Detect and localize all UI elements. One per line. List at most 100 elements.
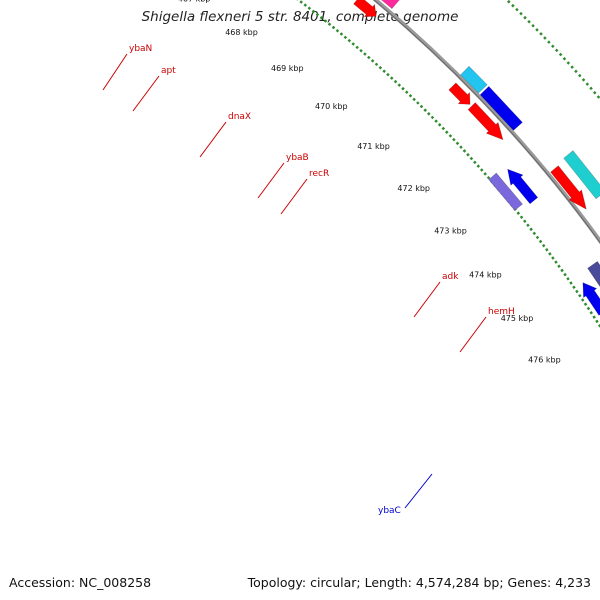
cds-blue-reverse-arrow bbox=[507, 168, 539, 205]
genome-backbone bbox=[372, 0, 600, 245]
orf-arrow bbox=[353, 0, 377, 18]
inner-minor-tick bbox=[583, 302, 588, 306]
inner-minor-tick bbox=[569, 281, 573, 285]
kbp-label: 473 kbp bbox=[434, 227, 467, 236]
kbp-label: 468 kbp bbox=[225, 28, 258, 37]
inner-minor-tick bbox=[535, 235, 540, 240]
inner-minor-tick bbox=[434, 119, 438, 123]
inner-minor-tick bbox=[529, 227, 533, 232]
inner-minor-tick bbox=[548, 252, 552, 256]
inner-minor-tick bbox=[299, 0, 303, 4]
inner-minor-tick bbox=[423, 108, 427, 112]
gene-label-apt: apt bbox=[161, 66, 176, 76]
inner-tick-track bbox=[296, 0, 600, 328]
outer-minor-tick bbox=[581, 78, 586, 82]
inner-minor-tick bbox=[589, 311, 593, 315]
inner-minor-tick bbox=[448, 134, 453, 138]
outer-minor-tick bbox=[507, 0, 511, 4]
inner-minor-tick bbox=[437, 123, 442, 127]
inner-minor-tick bbox=[566, 277, 570, 281]
outer-tick-track bbox=[507, 0, 600, 99]
inner-minor-tick bbox=[580, 298, 585, 302]
inner-minor-tick bbox=[404, 90, 409, 94]
orf-arrow bbox=[467, 102, 504, 141]
topology-text: Topology: circular; Length: 4,574,284 bp… bbox=[247, 575, 591, 590]
cds-blue-reverse-arrow bbox=[582, 282, 600, 316]
inner-minor-tick bbox=[462, 149, 467, 153]
outer-minor-tick bbox=[547, 40, 551, 44]
inner-minor-tick bbox=[445, 130, 449, 134]
inner-minor-tick bbox=[331, 25, 336, 30]
inner-minor-tick bbox=[359, 48, 363, 53]
inner-minor-tick bbox=[427, 112, 431, 116]
kbp-label: 474 kbp bbox=[469, 270, 502, 279]
outer-minor-tick bbox=[592, 90, 597, 95]
inner-minor-tick bbox=[572, 285, 576, 290]
inner-minor-tick bbox=[347, 38, 352, 43]
outer-minor-tick bbox=[574, 69, 578, 74]
gene-label-leader bbox=[257, 162, 285, 199]
inner-minor-tick bbox=[386, 72, 390, 77]
gene-label-ybaN: ybaN bbox=[129, 44, 152, 54]
outer-minor-tick bbox=[589, 86, 593, 91]
backbone-edge bbox=[373, 0, 600, 244]
inner-minor-tick bbox=[401, 86, 405, 91]
inner-minor-tick bbox=[469, 156, 474, 161]
inner-minor-tick bbox=[307, 6, 312, 10]
inner-minor-tick bbox=[323, 19, 328, 23]
inner-minor-tick bbox=[526, 223, 530, 227]
inner-minor-tick bbox=[319, 16, 324, 20]
inner-minor-tick bbox=[551, 256, 555, 260]
outer-minor-tick bbox=[515, 7, 519, 12]
outer-minor-tick bbox=[535, 28, 539, 32]
inner-minor-tick bbox=[303, 3, 307, 7]
cds-navy-block bbox=[587, 260, 600, 288]
inner-minor-tick bbox=[419, 104, 424, 109]
cds-adk-block bbox=[460, 65, 488, 94]
inner-minor-tick bbox=[339, 32, 344, 36]
inner-minor-tick bbox=[476, 164, 481, 168]
gene-label-leader bbox=[132, 75, 160, 112]
inner-minor-tick bbox=[412, 97, 416, 102]
outer-minor-tick bbox=[519, 11, 523, 16]
inner-minor-tick bbox=[389, 76, 394, 80]
inner-minor-tick bbox=[532, 231, 537, 236]
inner-minor-tick bbox=[479, 168, 484, 172]
inner-minor-tick bbox=[483, 172, 487, 176]
inner-minor-tick bbox=[311, 9, 316, 14]
inner-minor-tick bbox=[545, 248, 549, 252]
kbp-label: 475 kbp bbox=[501, 314, 534, 323]
outer-minor-tick bbox=[539, 32, 543, 36]
outer-minor-tick bbox=[531, 24, 535, 28]
inner-minor-tick bbox=[486, 175, 491, 180]
inner-minor-tick bbox=[455, 141, 460, 146]
gene-label-dnaX: dnaX bbox=[228, 112, 251, 122]
feature-track bbox=[353, 0, 600, 316]
inner-minor-tick bbox=[578, 293, 582, 298]
outer-minor-tick bbox=[577, 73, 582, 78]
accession-text: Accession: NC_008258 bbox=[9, 575, 152, 590]
inner-minor-tick bbox=[370, 59, 375, 63]
gene-label-ybaC: ybaC bbox=[378, 506, 401, 516]
inner-minor-tick bbox=[575, 289, 579, 294]
inner-minor-tick bbox=[397, 83, 402, 87]
inner-minor-tick bbox=[459, 145, 463, 149]
inner-minor-tick bbox=[416, 101, 420, 105]
inner-minor-tick bbox=[378, 65, 383, 70]
orf-arrow bbox=[448, 82, 471, 105]
inner-minor-tick bbox=[523, 219, 527, 223]
outer-minor-tick bbox=[523, 15, 527, 20]
inner-minor-tick bbox=[408, 94, 413, 98]
backbone-line bbox=[372, 0, 600, 245]
orf-arrow bbox=[550, 165, 587, 210]
inner-minor-tick bbox=[560, 268, 564, 273]
cds-ybaC-block bbox=[488, 172, 523, 211]
inner-minor-tick bbox=[367, 55, 371, 60]
outer-minor-tick bbox=[543, 36, 547, 40]
kbp-label: 471 kbp bbox=[357, 142, 390, 151]
inner-minor-tick bbox=[586, 306, 591, 311]
inner-minor-tick bbox=[554, 260, 558, 264]
inner-minor-tick bbox=[541, 243, 546, 248]
